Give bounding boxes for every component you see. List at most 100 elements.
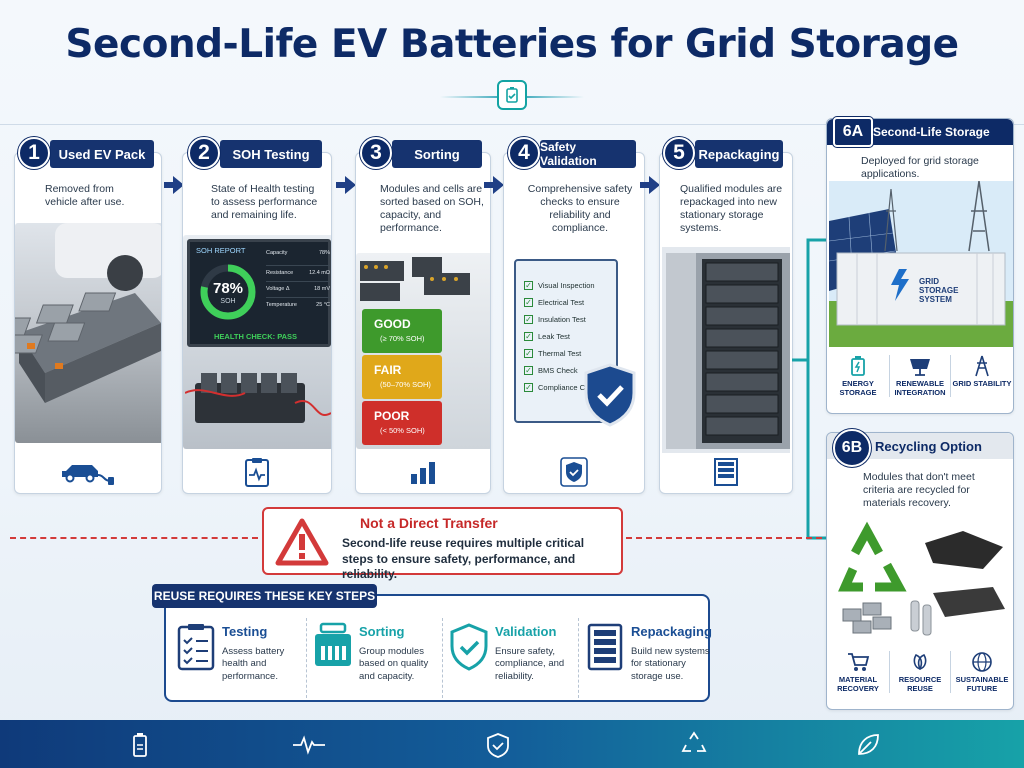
key-step-desc: Build new systems for stationary storage…	[631, 646, 710, 682]
step-card-sorting: Modules and cells are sorted based on SO…	[355, 152, 491, 494]
feature-energy-storage: ENERGY STORAGE	[827, 355, 889, 397]
solar-panel-icon	[910, 359, 930, 376]
feature-resource-reuse: RESOURCE REUSE	[889, 651, 951, 693]
cabinet-icon	[587, 623, 623, 671]
grade-poor-bin: POOR(< 50% SOH)	[362, 401, 442, 445]
shield-check-icon	[559, 457, 589, 487]
step-card-repackaging: Qualified modules are repackaged into ne…	[659, 152, 793, 494]
warning-triangle-icon	[275, 518, 329, 566]
branch-title: Second-Life Storage	[873, 125, 990, 139]
grade-good-bin: GOOD(≥ 70% SOH)	[362, 309, 442, 353]
step-card-used-ev-pack: Removed from vehicle after use.	[14, 152, 162, 494]
checklist-item: ✓Insulation Test	[524, 315, 586, 324]
globe-icon	[972, 652, 992, 672]
clipboard-checklist-icon	[177, 624, 215, 671]
battery-modules-image	[185, 373, 331, 423]
branch-connector	[792, 234, 830, 544]
step-number: 4	[508, 137, 540, 169]
warning-dashed-line	[626, 537, 822, 539]
step-card-soh-testing: State of Health testing to assess perfor…	[182, 152, 332, 494]
step-title: Sorting	[392, 140, 482, 168]
flow-arrow	[164, 176, 184, 194]
feature-sustainable-future: SUSTAINABLE FUTURE	[951, 651, 1013, 693]
warning-dashed-line	[10, 537, 258, 539]
step-description: State of Health testing to assess perfor…	[211, 183, 318, 222]
flow-arrow	[336, 176, 356, 194]
feature-grid-stability: GRID STABILITY	[951, 355, 1013, 388]
step-description: Comprehensive safety checks to ensure re…	[527, 183, 633, 235]
branch-description: Modules that don't meet criteria are rec…	[863, 471, 975, 510]
warning-title: Not a Direct Transfer	[360, 515, 498, 531]
branch-title: Recycling Option	[875, 439, 982, 454]
checklist-item: ✓Leak Test	[524, 332, 570, 341]
key-step-desc: Group modules based on quality and capac…	[359, 646, 429, 682]
sorting-bin-icon	[315, 622, 351, 666]
warning-text: Second-life reuse requires multiple crit…	[342, 536, 585, 582]
car-plug-icon	[58, 457, 118, 487]
battery-icon	[133, 733, 147, 757]
step-description: Removed from vehicle after use.	[45, 183, 125, 209]
step-description: Qualified modules are repackaged into ne…	[680, 183, 783, 235]
checklist-item: ✓BMS Check	[524, 366, 578, 375]
header-separator	[0, 124, 1024, 125]
cabinet-icon	[711, 457, 741, 487]
storage-cabinet-image	[662, 247, 790, 453]
branch-description: Deployed for grid storage applications.	[861, 155, 979, 181]
recycling-option-card: 6B Recycling Option Modules that don't m…	[826, 429, 1014, 710]
battery-check-icon	[497, 80, 527, 110]
soh-gauge	[200, 264, 256, 320]
page-title: Second-Life EV Batteries for Grid Storag…	[65, 22, 959, 67]
leaf-icon	[858, 734, 879, 755]
shield-check-badge	[584, 363, 636, 427]
container-label: GRID STORAGE SYSTEM	[919, 277, 959, 305]
power-tower-icon	[975, 355, 989, 377]
key-step-desc: Assess battery health and performance.	[222, 646, 285, 682]
soh-report-title: SOH REPORT	[196, 246, 246, 255]
branch-number: 6A	[833, 117, 873, 147]
step-number: 1	[18, 137, 50, 169]
footer-bar	[0, 720, 1024, 768]
step-title: SOH Testing	[220, 140, 322, 168]
key-step-sorting: Sorting Group modules based on quality a…	[306, 618, 438, 698]
step-title: Safety Validation	[540, 140, 636, 168]
battery-icon	[851, 356, 865, 376]
clipboard-pulse-icon	[242, 457, 272, 487]
grid-storage-image	[829, 181, 1013, 347]
key-step-repackaging: Repackaging Build new systems for statio…	[578, 618, 712, 698]
grade-fair-bin: FAIR(50–70% SOH)	[362, 355, 442, 399]
checklist-item: ✓Thermal Test	[524, 349, 582, 358]
key-step-title: Validation	[495, 624, 557, 639]
checklist-item: ✓Visual Inspection	[524, 281, 595, 290]
recycle-icon	[681, 731, 707, 752]
leaf-hand-icon	[913, 654, 927, 670]
bar-chart-icon	[408, 457, 438, 487]
step-number: 2	[188, 137, 220, 169]
key-steps-panel: Testing Assess battery health and perfor…	[164, 594, 712, 702]
second-life-storage-card: 6A Second-Life Storage Deployed for grid…	[826, 117, 1014, 414]
key-step-title: Repackaging	[631, 624, 712, 639]
soh-value: 78%	[212, 280, 244, 297]
key-step-desc: Ensure safety, compliance, and reliabili…	[495, 646, 565, 682]
shield-check-icon	[450, 623, 488, 671]
health-check-status: HEALTH CHECK: PASS	[214, 332, 298, 341]
feature-renewable-integration: RENEWABLE INTEGRATION	[889, 355, 951, 397]
not-direct-transfer-warning: Not a Direct Transfer Second-life reuse …	[262, 507, 623, 581]
feature-material-recovery: MATERIAL RECOVERY	[827, 651, 889, 693]
pulse-icon	[293, 735, 325, 755]
key-step-testing: Testing Assess battery health and perfor…	[170, 618, 302, 698]
step-description: Modules and cells are sorted based on SO…	[380, 183, 484, 235]
step-card-safety-validation: Comprehensive safety checks to ensure re…	[503, 152, 645, 494]
key-step-title: Sorting	[359, 624, 405, 639]
soh-unit: SOH	[220, 298, 236, 305]
step-title: Repackaging	[695, 140, 783, 168]
step-number: 5	[663, 137, 695, 169]
step-title: Used EV Pack	[50, 140, 154, 168]
cart-icon	[848, 653, 870, 671]
branch-number: 6B	[833, 429, 871, 467]
